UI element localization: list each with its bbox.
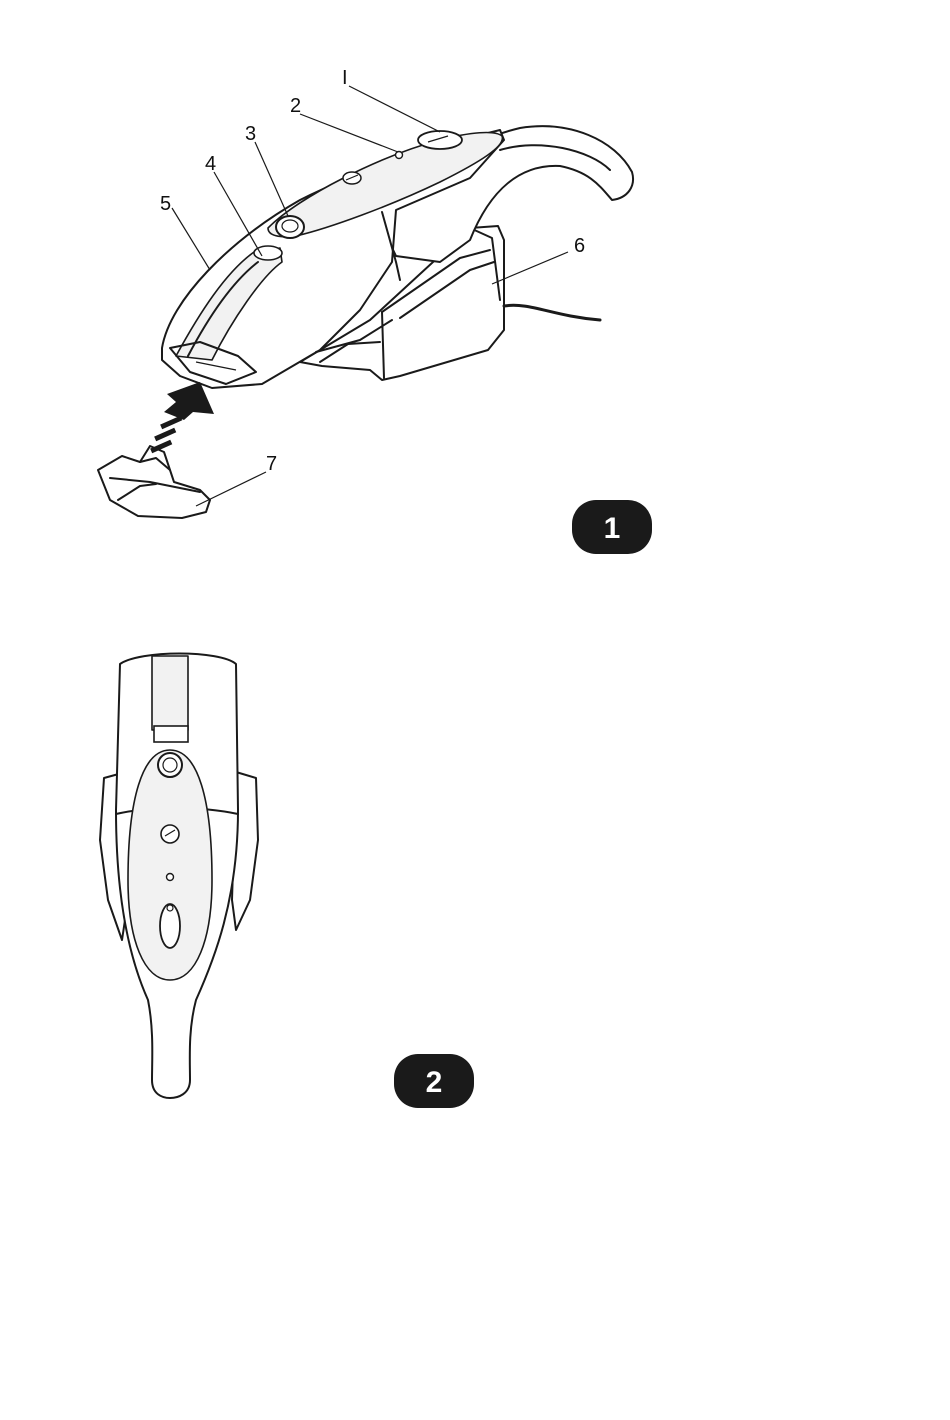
callout-crevice-tool: 7 [266, 453, 277, 475]
insert-direction-arrow [150, 382, 214, 453]
figure-1: I 2 3 4 5 6 7 1 [98, 67, 652, 554]
callout-release-button: 3 [245, 123, 256, 145]
figure-2-badge: 2 [394, 1054, 474, 1108]
callout-charge-indicator: 2 [290, 95, 301, 117]
crevice-tool-drawing [98, 446, 210, 518]
callout-nozzle: 5 [160, 193, 171, 215]
vacuum-top-drawing [100, 654, 258, 1099]
figure-2: 2 [100, 654, 474, 1109]
figure-1-badge: 1 [572, 500, 652, 554]
callout-power-switch: I [342, 67, 348, 89]
callout-charging-base: 6 [574, 235, 585, 257]
figure-2-number: 2 [426, 1066, 443, 1099]
callout-dust-bowl: 4 [205, 153, 216, 175]
figure-1-number: 1 [604, 512, 621, 545]
